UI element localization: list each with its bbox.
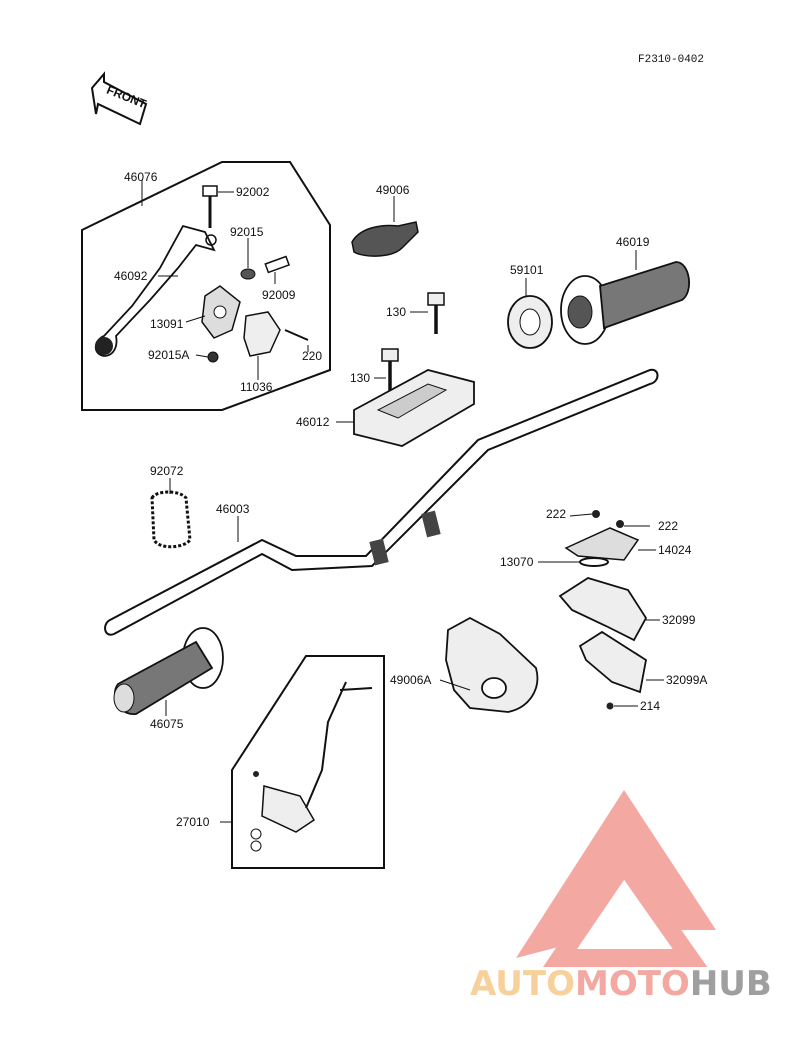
part-label: 92072 — [150, 464, 184, 478]
part-label: 130 — [350, 371, 370, 385]
diagram-code: F2310-0402 — [638, 54, 704, 66]
part-label: 130 — [386, 305, 406, 319]
grip-band-92072 — [150, 490, 192, 549]
part-label: 46003 — [216, 502, 250, 516]
front-arrow-icon: FRONT — [90, 71, 149, 126]
housing-49006A — [445, 616, 539, 713]
part-label: 46092 — [114, 269, 148, 283]
bolt-130-upper — [427, 292, 445, 334]
part-label: 92015A — [148, 348, 189, 362]
part-label: 59101 — [510, 263, 544, 277]
part-label: 222 — [546, 507, 566, 521]
automotohub-watermark: AUTOMOTOHUB — [470, 790, 772, 1004]
part-label: 49006A — [390, 673, 431, 687]
watermark-moto: MOTO — [575, 964, 690, 1004]
watermark-auto: AUTO — [470, 964, 575, 1004]
part-label: 220 — [302, 349, 322, 363]
part-label: 13070 — [500, 555, 534, 569]
part-label: 13091 — [150, 317, 184, 331]
part-label: 32099A — [666, 673, 707, 687]
svg-text:AUTOMOTOHUB: AUTOMOTOHUB — [470, 964, 772, 1004]
part-label: 27010 — [176, 815, 210, 829]
part-label: 92009 — [262, 288, 296, 302]
part-label: 222 — [658, 519, 678, 533]
right-grip-46019 — [560, 261, 690, 345]
throttle-assembly-parts — [558, 510, 648, 710]
part-label: 32099 — [662, 613, 696, 627]
part-label: 14024 — [658, 543, 692, 557]
watermark-hub: HUB — [690, 964, 772, 1004]
throttle-pulley-59101 — [507, 295, 553, 349]
part-label: 214 — [640, 699, 660, 713]
part-label: 49006 — [376, 183, 410, 197]
switch-box-27010 — [231, 655, 385, 869]
leader-lines — [141, 180, 664, 823]
part-label: 46076 — [124, 170, 158, 184]
part-label: 92015 — [230, 225, 264, 239]
part-labels: 46076 92002 92015 46092 92009 13091 9201… — [114, 170, 707, 829]
bolt-130-lower — [381, 348, 399, 392]
part-label: 46012 — [296, 415, 330, 429]
part-label: 46019 — [616, 235, 650, 249]
grip-cover-49006 — [351, 221, 419, 257]
part-label: 46075 — [150, 717, 184, 731]
part-label: 92002 — [236, 185, 270, 199]
clutch-lever-box — [81, 161, 331, 411]
handlebar-46003 — [104, 368, 659, 636]
part-label: 11036 — [240, 380, 273, 394]
left-grip-46075 — [113, 627, 224, 715]
